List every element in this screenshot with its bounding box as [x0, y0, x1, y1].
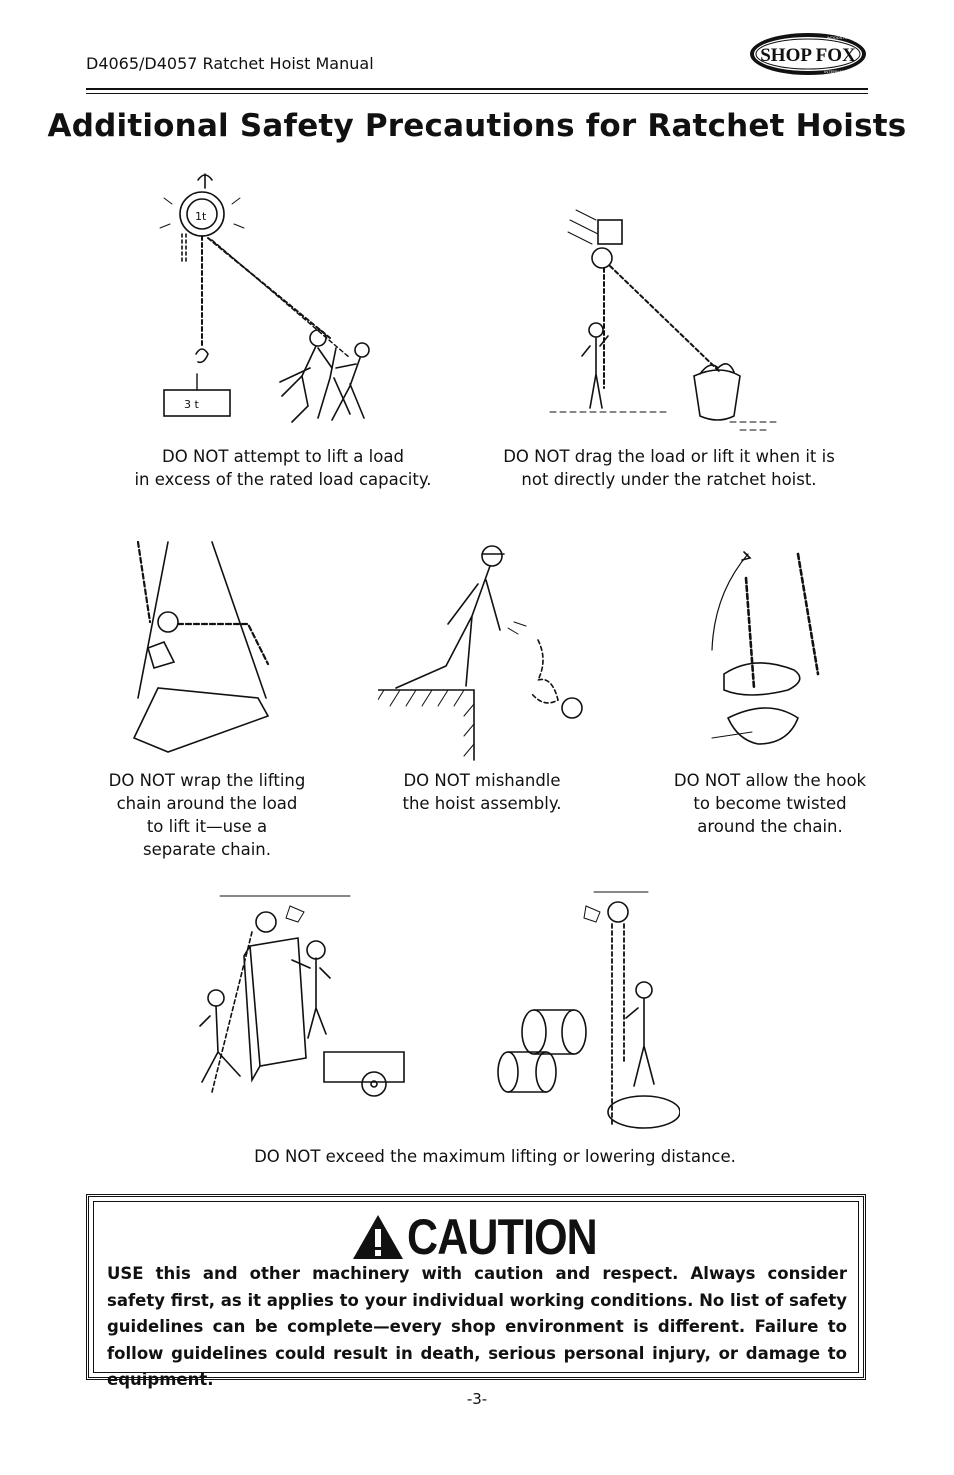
- header-rule-thin: [86, 93, 868, 94]
- caption-line: to lift it—use a: [146, 817, 268, 836]
- caption-drag: DO NOT drag the load or lift it when it …: [486, 445, 852, 491]
- bucket-icon: [693, 369, 741, 421]
- header-rule: [86, 88, 868, 90]
- caption-distance: DO NOT exceed the maximum lifting or low…: [170, 1145, 820, 1168]
- illustration-distance-truck: [192, 892, 408, 1104]
- logo-sub-top: WOODSTOCK: [827, 35, 854, 40]
- caption-line: DO NOT wrap the lifting: [108, 771, 306, 790]
- manual-title: D4065/D4057 Ratchet Hoist Manual: [86, 54, 374, 73]
- caption-line: around the chain.: [697, 817, 843, 836]
- caution-word: CAUTION: [407, 1209, 598, 1265]
- caption-line: in excess of the rated load capacity.: [134, 470, 432, 489]
- caption-line: DO NOT mishandle: [403, 771, 561, 790]
- cylinder-icon: [521, 1009, 547, 1055]
- tall-load-icon: [243, 937, 307, 1083]
- caption-line: not directly under the ratchet hoist.: [521, 470, 817, 489]
- load-label: 3 t: [184, 398, 199, 411]
- caution-inner-border: [93, 1201, 859, 1373]
- illustration-twisted-hook: [698, 548, 838, 760]
- caption-line: DO NOT drag the load or lift it when it …: [503, 447, 835, 466]
- caption-line: DO NOT allow the hook: [673, 771, 867, 790]
- shop-fox-logo: SHOP FOX WOODSTOCK INTERNATIONAL: [748, 30, 868, 78]
- page-title: Additional Safety Precautions for Ratche…: [47, 108, 907, 144]
- pit-icon: [607, 1095, 680, 1129]
- caution-text: USE this and other machinery with cautio…: [107, 1264, 847, 1389]
- page-number: -3-: [466, 1390, 488, 1408]
- caption-wrap-chain: DO NOT wrap the lifting chain around the…: [98, 769, 316, 861]
- caption-mishandle: DO NOT mishandle the hoist assembly.: [380, 769, 584, 815]
- load-block-icon: [132, 687, 270, 753]
- caption-line: separate chain.: [142, 840, 272, 859]
- caution-box: CAUTION USE this and other machinery wit…: [86, 1194, 866, 1389]
- logo-sub-bottom: INTERNATIONAL: [824, 69, 856, 74]
- caption-line: chain around the load: [116, 794, 298, 813]
- caption-overload: DO NOT attempt to lift a load in excess …: [120, 445, 446, 491]
- illustration-drag: [540, 206, 790, 438]
- illustration-mishandle: [378, 540, 603, 762]
- illustration-overload: 1t 3 t: [150, 168, 390, 438]
- caption-twisted-hook: DO NOT allow the hook to become twisted …: [666, 769, 874, 838]
- warning-triangle-icon: [353, 1215, 403, 1259]
- caption-line: DO NOT attempt to lift a load: [162, 447, 404, 466]
- caption-line: DO NOT exceed the maximum lifting or low…: [254, 1147, 736, 1166]
- capacity-label: 1t: [195, 210, 207, 223]
- logo-text: SHOP FOX: [760, 45, 856, 66]
- hoist-body-icon: [591, 247, 613, 269]
- hoist-body-icon: [607, 901, 629, 923]
- hoist-body-icon: [255, 911, 277, 933]
- hoist-body-icon: [561, 697, 583, 719]
- illustration-wrap-chain: [128, 538, 278, 760]
- caption-line: the hoist assembly.: [402, 794, 562, 813]
- illustration-distance-pit: [494, 888, 680, 1132]
- caption-line: to become twisted: [693, 794, 847, 813]
- hook-body-icon: [723, 662, 801, 696]
- caution-heading: CAUTION: [351, 1209, 628, 1265]
